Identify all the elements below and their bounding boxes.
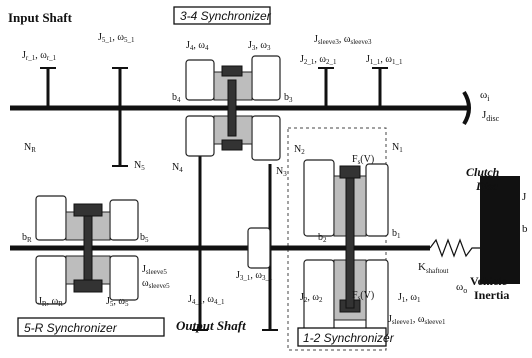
- label-J-1: J1, ω1: [398, 292, 421, 304]
- label-F-upper: Fs(V): [352, 154, 374, 166]
- label-N5: N5: [134, 160, 145, 172]
- label-b5: b5: [140, 232, 149, 244]
- label-J-sleeve1: Jsleeve1, ωsleeve1: [388, 314, 446, 326]
- sync-12-title: 1-2 Synchronizer: [303, 331, 395, 345]
- label-J-31: J3_1, ω3_1: [236, 270, 273, 282]
- input-shaft-title: Input Shaft: [8, 10, 73, 25]
- label-N1: N1: [392, 142, 403, 154]
- label-F-lower: Fs(V): [352, 290, 374, 302]
- label-J-11: J1_1, ω1_1: [366, 54, 403, 66]
- sync-5r-title: 5-R Synchronizer: [24, 321, 118, 335]
- label-J-4: J4, ω4: [186, 40, 209, 52]
- spring-icon: [430, 240, 480, 256]
- vehicle-b: b: [522, 223, 528, 235]
- label-J-51: J5_1, ω5_1: [98, 32, 135, 44]
- clutch-J: Jdisc: [482, 109, 500, 123]
- vehicle-label: Vehicle: [470, 274, 508, 288]
- label-J-41: J4_1, ω4_1: [188, 294, 225, 306]
- shaft-K: Kshaftout: [418, 261, 449, 275]
- gear-n4-n3-pair: [248, 228, 270, 268]
- label-bR: bR: [22, 232, 32, 244]
- clutch-label: Clutch: [466, 165, 500, 179]
- output-shaft-title: Output Shaft: [176, 318, 246, 333]
- label-J-3: J3, ω3: [248, 40, 271, 52]
- label-N2: N2: [294, 144, 305, 156]
- label-J-sleeve5: Jsleeve5: [142, 264, 167, 276]
- vehicle-label-2: Inertia: [474, 288, 509, 302]
- shaft-omega: ωo: [456, 281, 467, 295]
- vehicle-J: J: [522, 191, 527, 203]
- label-J-r1: Jr_1, ωr_1: [22, 50, 57, 62]
- label-NR: NR: [24, 142, 36, 154]
- label-b1: b1: [392, 228, 401, 240]
- label-w-sleeve5: ωsleeve5: [142, 278, 170, 290]
- clutch-label-2: Disc: [475, 179, 499, 193]
- label-J-sleeve3: Jsleeve3, ωsleeve3: [314, 34, 372, 46]
- label-b4: b4: [172, 92, 181, 104]
- label-J-21: J2_1, ω2_1: [300, 54, 337, 66]
- label-N3: N3: [276, 166, 287, 178]
- sync-34-title: 3-4 Synchronizer: [180, 9, 272, 23]
- clutch-omega: ωi: [480, 89, 490, 103]
- label-b3: b3: [284, 92, 293, 104]
- label-N4: N4: [172, 162, 183, 174]
